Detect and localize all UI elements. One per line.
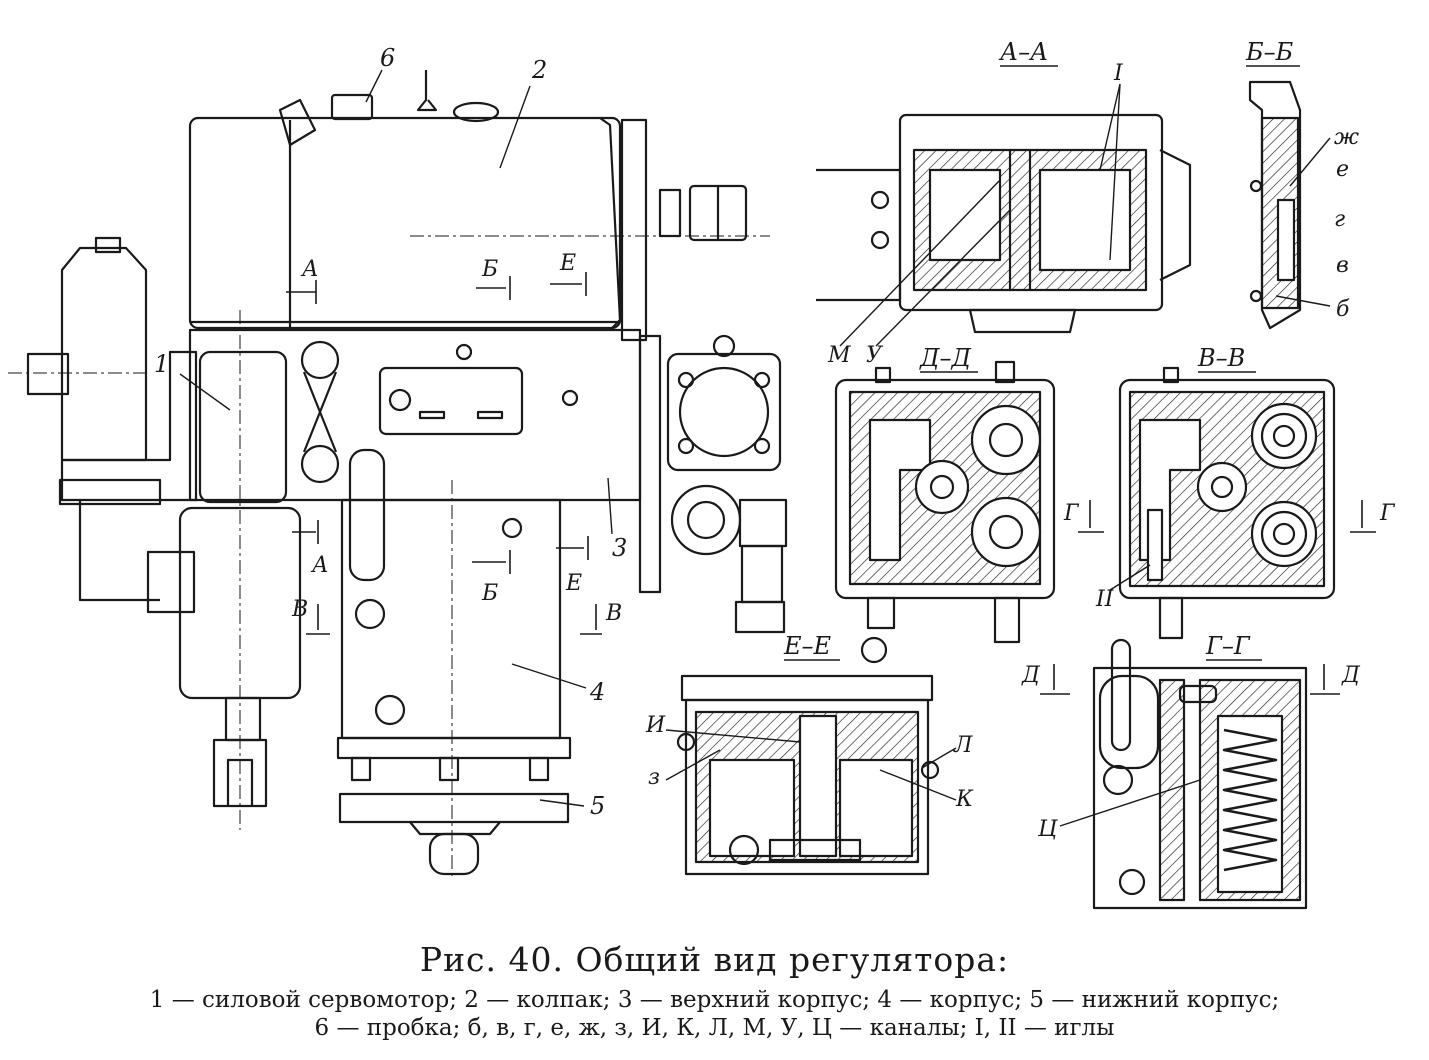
marker-v-left: В <box>291 597 308 622</box>
upper-body <box>188 328 642 502</box>
part-label-6: 6 <box>380 44 395 72</box>
channel-label-U: У <box>866 343 884 368</box>
section-aa <box>816 113 1192 334</box>
marker-b-bottom: Б <box>481 581 498 606</box>
channel-label-zh: ж <box>1334 125 1359 150</box>
marker-e-top: Е <box>559 251 576 276</box>
section-title-gg: Г–Г <box>1205 632 1251 660</box>
channel-label-b: б <box>1336 297 1350 322</box>
marker-v-right: В <box>605 601 622 626</box>
channel-label-e: е <box>1336 157 1349 182</box>
section-title-aa: А–А <box>998 38 1048 66</box>
marker-a-top: А <box>300 257 319 282</box>
section-title-dd: Д–Д <box>919 344 972 372</box>
section-ee <box>676 674 940 876</box>
figure-legend-line-2: 6 — пробка; б, в, г, е, ж, з, И, К, Л, М… <box>314 1015 1115 1041</box>
channel-label-z: з <box>648 765 660 790</box>
marker-e-bottom: Е <box>565 571 582 596</box>
leader-lines <box>179 69 1331 827</box>
marker-d-right: Д <box>1341 663 1361 688</box>
general-view <box>8 70 788 880</box>
channel-label-M: М <box>827 343 851 368</box>
section-dd <box>834 360 1056 664</box>
channel-label-g: г <box>1334 207 1345 232</box>
marker-b-top: Б <box>481 257 498 282</box>
figure-legend-line-1: 1 — силовой сервомотор; 2 — колпак; 3 — … <box>149 987 1280 1013</box>
marker-g-right: Г <box>1379 501 1396 526</box>
servo-housing <box>60 246 148 462</box>
nameplate <box>378 366 524 436</box>
channel-label-I: И <box>645 713 666 738</box>
section-title-ee: Е–Е <box>783 632 832 660</box>
body <box>340 498 562 740</box>
channel-label-L: Л <box>953 733 973 758</box>
section-vv <box>1118 366 1336 640</box>
part-label-3: 3 <box>612 534 627 562</box>
part-label-4: 4 <box>589 678 605 706</box>
part-label-1: 1 <box>154 350 169 378</box>
lower-body <box>338 792 570 824</box>
part-label-5: 5 <box>590 792 605 820</box>
needle-label-1: I <box>1113 61 1124 86</box>
section-title-vv: В–В <box>1197 344 1245 372</box>
channel-label-v: в <box>1336 253 1349 278</box>
channel-label-Ts: Ц <box>1037 817 1058 842</box>
figure-caption-title: Рис. 40. Общий вид регулятора: <box>419 940 1010 979</box>
cap-housing <box>188 116 622 330</box>
section-title-bb: Б–Б <box>1245 38 1294 66</box>
needle-label-2: II <box>1095 587 1115 612</box>
section-gg <box>1092 638 1308 910</box>
plug <box>330 93 374 121</box>
channel-label-K: К <box>955 787 974 812</box>
regulator-drawing: 1 2 3 4 5 6 А Б Е А В Б Е В Г Г Д Д А–А … <box>8 38 1396 910</box>
section-bb <box>1248 80 1302 330</box>
marker-g-left: Г <box>1063 501 1080 526</box>
marker-d-left: Д <box>1021 663 1041 688</box>
cut-arrows <box>286 272 1376 695</box>
part-label-2: 2 <box>531 56 547 84</box>
marker-a-bottom: А <box>310 553 329 578</box>
